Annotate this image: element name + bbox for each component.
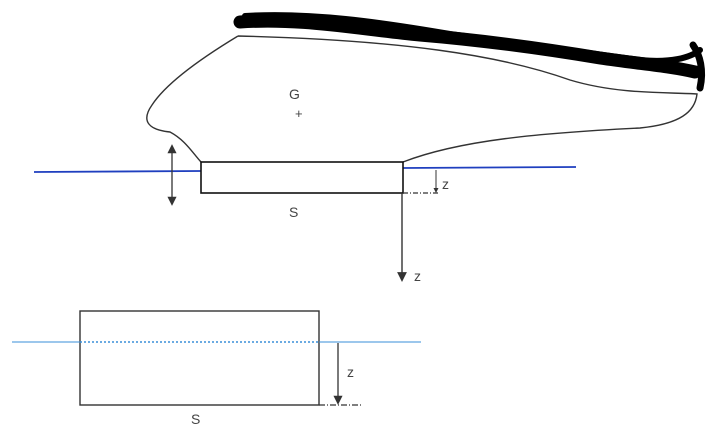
lower-section-rect: [79, 310, 320, 406]
label-center-marker: +: [295, 106, 303, 121]
label-axis-z: z: [414, 268, 421, 284]
hull-scribble-edge: [242, 12, 703, 64]
label-lower-z: z: [347, 364, 354, 380]
waterline-upper-right: [402, 166, 577, 169]
waterline-upper-left: [33, 170, 202, 173]
label-g: G: [289, 86, 300, 102]
label-upper-s: S: [289, 204, 298, 220]
hull-outline: [146, 35, 698, 163]
upper-section-rect: [200, 161, 404, 194]
label-upper-z: z: [442, 176, 449, 192]
hull-scribble: [233, 14, 702, 79]
label-lower-s: S: [191, 411, 200, 427]
hull-scribble-tail: [689, 41, 706, 92]
